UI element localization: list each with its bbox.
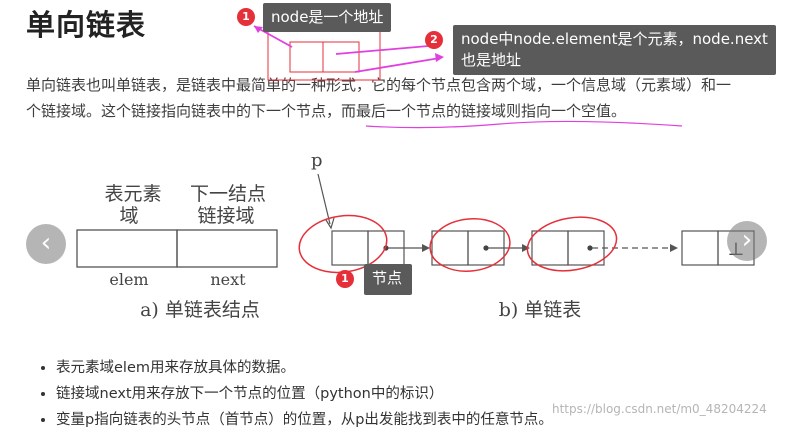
annotation-circle-node-2 (429, 218, 511, 272)
annotation-arrow-2 (335, 44, 441, 55)
list-item: 变量p指向链表的头节点（首节点）的位置，从p出发能找到表中的任意节点。 (56, 407, 553, 433)
linked-list-figure: 表元素 域 下一结点 链接域 elem next a) 单链表结点 p ⊥ b)… (76, 150, 755, 321)
annotation-circle-node-3 (526, 216, 618, 272)
tooltip-node-label: 节点 (364, 264, 413, 295)
node-elem-box (76, 229, 178, 268)
description-paragraph: 单向链表也叫单链表，是链表中最简单的一种形式，它的每个节点包含两个域，一个信息域… (26, 72, 786, 124)
annotation-box-node-left (289, 41, 324, 73)
next-field-label-line2: 链接域 (197, 205, 254, 227)
node-next-box (176, 229, 278, 268)
annotation-badge-3: 1 (336, 270, 354, 288)
annotation-arrow-3 (354, 57, 441, 73)
caption-b: b) 单链表 (499, 299, 582, 321)
tooltip-node-address: node是一个地址 (263, 3, 392, 32)
tooltip-node-element-line1: node中node.element是个元素，node.next (461, 30, 768, 48)
caption-a: a) 单链表结点 (140, 299, 260, 321)
list-item: 表元素域elem用来存放具体的数据。 (56, 355, 553, 381)
chevron-left-icon: ‹ (40, 228, 52, 258)
annotation-box-node-right (322, 41, 360, 73)
carousel-next-button[interactable]: › (727, 221, 767, 261)
elem-field-label-line2: 域 (119, 205, 138, 227)
tooltip-node-label-text: 节点 (372, 269, 403, 287)
paragraph-line-2: 个链接域。这个链接指向链表中的下一个节点，而最后一个节点的链接域则指向一个空值。 (26, 102, 627, 120)
elem-field-label-line1: 表元素 (104, 183, 161, 205)
elem-text: elem (109, 270, 148, 289)
list-node-2 (431, 230, 530, 266)
next-text: next (210, 270, 246, 289)
list-node-3 (531, 230, 678, 266)
tooltip-node-address-text: node是一个地址 (271, 8, 384, 26)
watermark: https://blog.csdn.net/m0_48204224 (552, 402, 767, 416)
pointer-p-arrow (317, 173, 331, 225)
annotation-badge-2: 2 (425, 31, 443, 49)
bullet-list: 表元素域elem用来存放具体的数据。 链接域next用来存放下一个节点的位置（p… (38, 355, 553, 433)
carousel-prev-button[interactable]: ‹ (26, 224, 66, 264)
list-item: 链接域next用来存放下一个节点的位置（python中的标识） (56, 381, 553, 407)
tooltip-node-element: node中node.element是个元素，node.next 也是地址 (453, 25, 776, 75)
list-node-1 (331, 230, 430, 266)
chevron-right-icon: › (741, 225, 753, 255)
next-field-label-line1: 下一结点 (190, 183, 266, 205)
pointer-p-label: p (311, 150, 323, 171)
annotation-badge-1: 1 (237, 8, 255, 26)
tooltip-node-element-line2: 也是地址 (461, 51, 522, 69)
paragraph-line-1: 单向链表也叫单链表，是链表中最简单的一种形式，它的每个节点包含两个域，一个信息域… (26, 76, 732, 94)
page-title: 单向链表 (26, 8, 147, 42)
